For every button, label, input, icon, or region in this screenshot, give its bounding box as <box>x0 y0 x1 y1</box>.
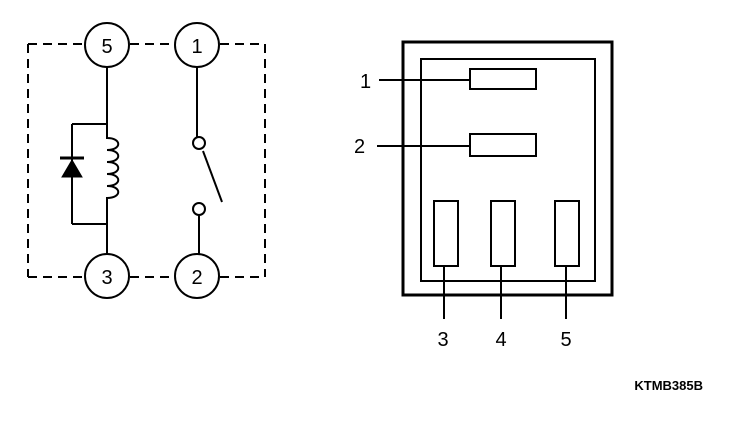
terminal-5-circle <box>84 22 130 68</box>
relay-connector <box>377 40 614 319</box>
switch-lever <box>202 150 223 203</box>
pin-1-blade <box>469 68 537 90</box>
terminal-3-label: 3 <box>101 267 112 289</box>
terminal-2-label: 2 <box>191 267 202 289</box>
terminal-2-circle <box>174 253 220 299</box>
switch-contact-top <box>192 136 206 150</box>
figure-code: KTMB385B <box>634 378 703 393</box>
terminal-1-label: 1 <box>191 36 202 58</box>
pin-3-blade <box>433 200 459 267</box>
switch-contact-bottom <box>192 202 206 216</box>
pin-4-blade <box>490 200 516 267</box>
terminal-5-label: 5 <box>101 36 112 58</box>
dashed-enclosure <box>27 43 266 278</box>
connector-pin-5-label: 5 <box>560 329 571 351</box>
connector-pin-4-label: 4 <box>495 329 506 351</box>
connector-pin-2-label: 2 <box>354 136 365 158</box>
connector-inner-frame <box>420 58 596 282</box>
connector-outer-housing <box>401 40 614 297</box>
relay-schematic <box>27 22 266 299</box>
connector-pin-1-label: 1 <box>360 71 371 93</box>
pin-5-blade <box>554 200 580 267</box>
terminal-3-circle <box>84 253 130 299</box>
terminal-1-circle <box>174 22 220 68</box>
coil-icon <box>106 124 120 212</box>
diode-icon <box>60 156 84 178</box>
connector-pin-3-label: 3 <box>437 329 448 351</box>
pin-2-blade <box>469 133 537 157</box>
